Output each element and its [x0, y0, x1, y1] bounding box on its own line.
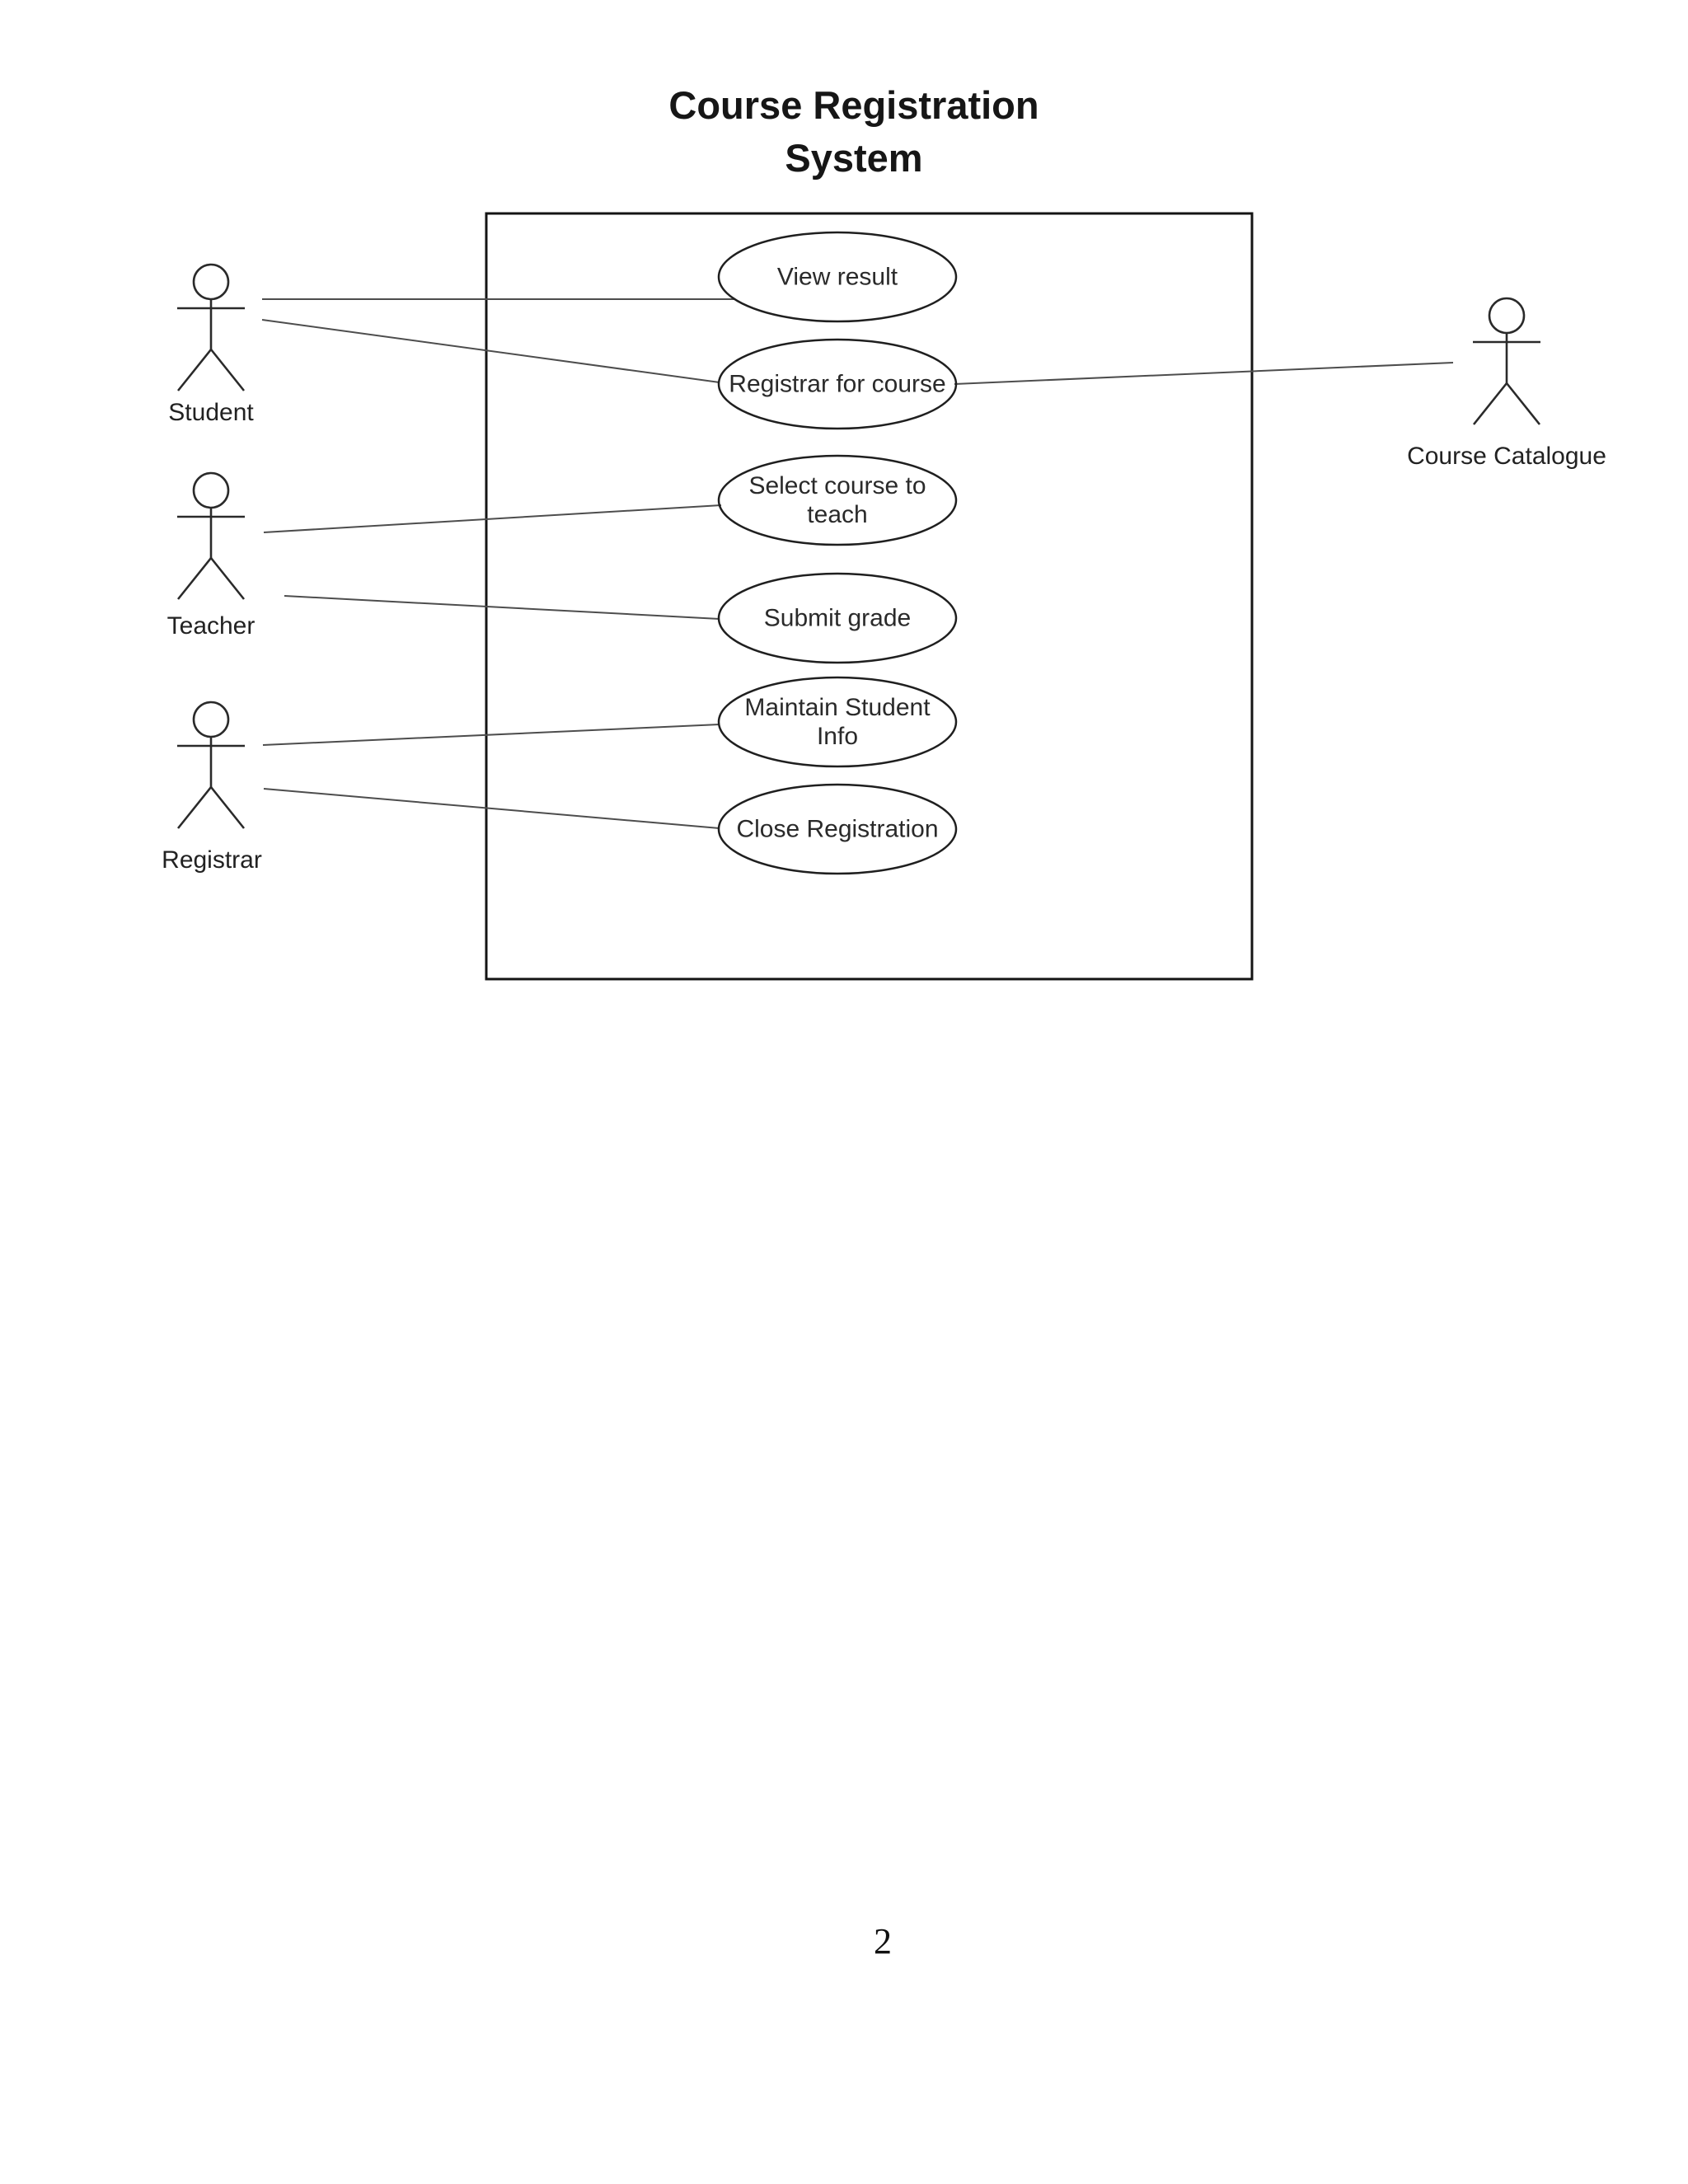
- use-case-label-maintain-student-info: Maintain Student Info: [744, 694, 931, 750]
- use-case-ellipse-select-course-to-teach: [717, 454, 958, 546]
- actor-label-teacher: Teacher: [166, 612, 256, 640]
- system-boundary: [485, 212, 1254, 981]
- actor-figure-registrar: [176, 701, 246, 829]
- use-case-label-select-course-to-teach: Select course to teach: [748, 472, 926, 528]
- association-registrar-for-course-course-catalogue: [954, 362, 1454, 385]
- use-case-label-view-result: View result: [776, 263, 898, 291]
- actor-leg-left: [176, 557, 213, 600]
- association-teacher-submit-grade: [284, 595, 720, 620]
- association-registrar-close-registration: [263, 788, 720, 829]
- use-case-label-close-registration: Close Registration: [736, 815, 939, 843]
- page-number: 2: [874, 1921, 892, 1961]
- actor-head: [192, 471, 230, 509]
- use-case-label-submit-grade: Submit grade: [763, 604, 912, 632]
- actor-head: [1488, 297, 1526, 335]
- actor-leg-right: [209, 349, 246, 391]
- actor-label-student: Student: [168, 399, 254, 426]
- use-case-ellipse-submit-grade: [717, 572, 958, 664]
- association-registrar-maintain-student-info: [262, 724, 720, 746]
- diagram-title: Course Registration System: [668, 79, 1039, 185]
- actor-leg-left: [176, 349, 213, 391]
- association-student-registrar-for-course: [261, 319, 720, 383]
- actor-leg-right: [209, 557, 246, 600]
- actor-figure-course-catalogue: [1472, 297, 1541, 425]
- actor-leg-left: [1472, 382, 1508, 425]
- use-case-label-registrar-for-course: Registrar for course: [729, 370, 946, 398]
- actor-label-course-catalogue: Course Catalogue: [1407, 443, 1606, 470]
- actor-leg-right: [209, 786, 246, 829]
- use-case-ellipse-close-registration: [717, 783, 958, 875]
- use-case-ellipse-registrar-for-course: [717, 338, 958, 430]
- actor-head: [192, 701, 230, 738]
- use-case-ellipse-maintain-student-info: [717, 676, 958, 768]
- actor-figure-student: [176, 263, 246, 391]
- association-teacher-select-course-to-teach: [263, 504, 722, 533]
- use-case-ellipse-view-result: [717, 231, 958, 323]
- actor-head: [192, 263, 230, 301]
- actor-leg-left: [176, 786, 213, 829]
- actor-leg-right: [1505, 382, 1541, 425]
- actor-label-registrar: Registrar: [162, 846, 262, 874]
- diagram-title-line1: Course Registration: [668, 83, 1039, 127]
- diagram-title-line2: System: [785, 136, 923, 180]
- actor-figure-teacher: [176, 471, 246, 600]
